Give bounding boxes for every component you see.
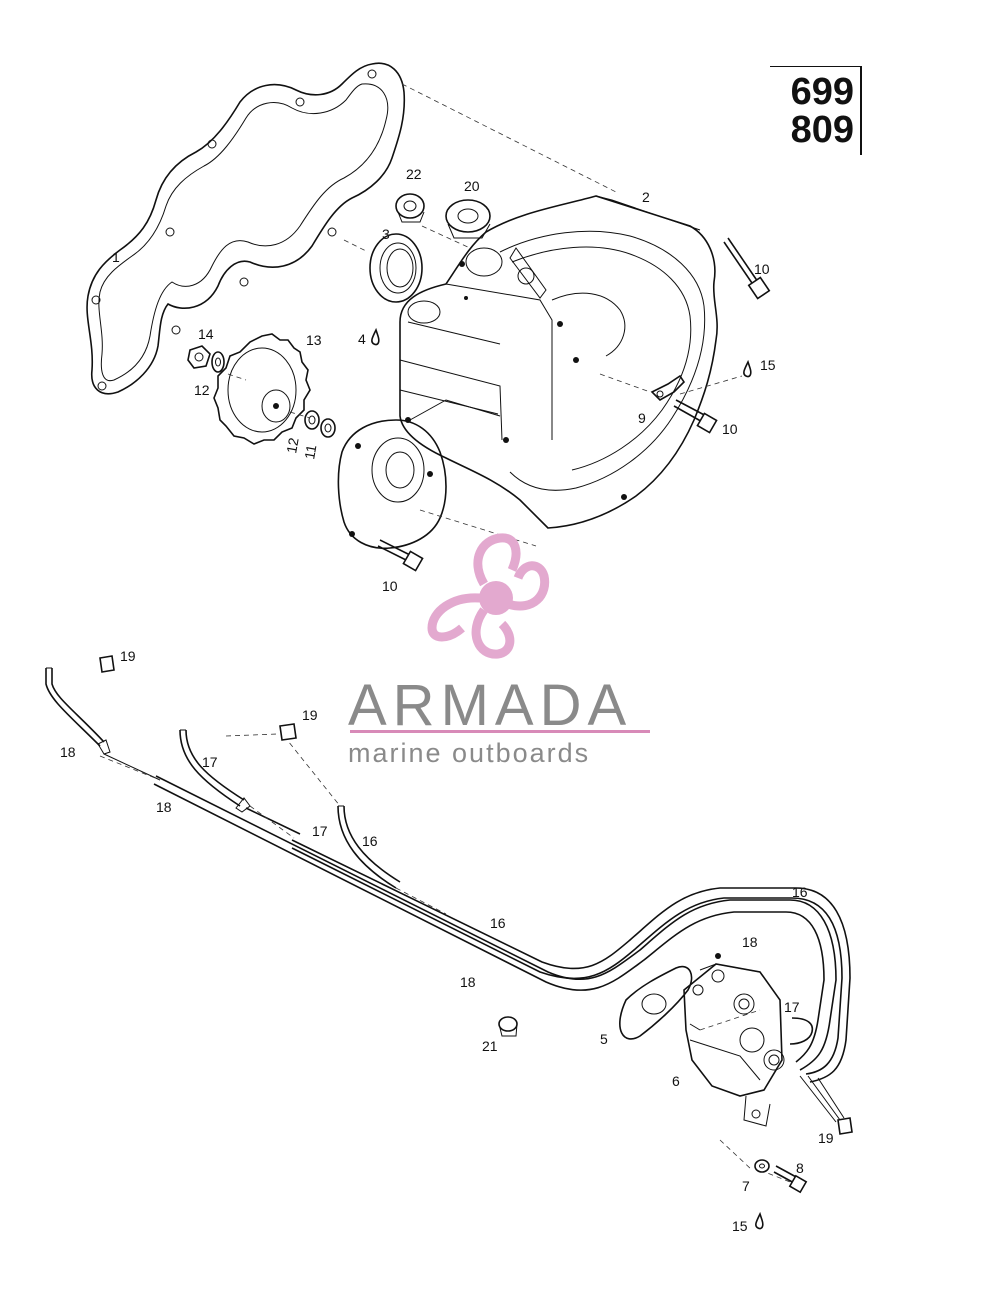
- bracket: [650, 374, 686, 401]
- hose-18-left: [45, 667, 111, 755]
- watermark-divider: [350, 730, 650, 733]
- callout-10-top: 10: [754, 261, 770, 277]
- washer-7: [754, 1159, 770, 1173]
- callout-16-middle: 16: [490, 915, 506, 931]
- watermark-subtitle: marine outboards: [348, 738, 591, 768]
- pump-gasket: [619, 965, 693, 1040]
- screw-8: [773, 1165, 808, 1194]
- callout-22: 22: [406, 166, 422, 182]
- callout-7: 7: [742, 1178, 750, 1194]
- callout-17-left: 17: [202, 754, 218, 770]
- plug-20: [445, 199, 491, 239]
- callout-16-short: 16: [362, 833, 378, 849]
- callout-4: 4: [358, 331, 366, 347]
- clamp-middle: [279, 723, 297, 741]
- callout-21: 21: [482, 1038, 498, 1054]
- callout-18-middle: 18: [156, 799, 172, 815]
- watermark-title: ARMADA: [348, 673, 633, 738]
- callout-15-top: 15: [760, 357, 776, 373]
- sleeve: [498, 1016, 518, 1037]
- callout-6: 6: [672, 1073, 680, 1089]
- callout-5: 5: [600, 1031, 608, 1047]
- callout-9: 9: [638, 410, 646, 426]
- callout-20: 20: [464, 178, 480, 194]
- model-number-secondary: 809: [790, 109, 854, 151]
- callout-10-bottom: 10: [382, 578, 398, 594]
- washer-lower: [304, 410, 320, 430]
- hose-17-long: [245, 807, 814, 1045]
- callout-2: 2: [642, 189, 650, 205]
- hose-18-long: [103, 753, 837, 1071]
- drive-gear: [213, 333, 311, 445]
- washer-upper: [211, 351, 225, 373]
- sealant-drop-icon: [755, 1211, 764, 1230]
- callout-17-middle: 17: [312, 823, 328, 839]
- pump-housing: [337, 195, 718, 549]
- gasket: [86, 62, 406, 395]
- callout-11: 11: [301, 443, 319, 460]
- model-number-primary: 699: [790, 71, 854, 113]
- callout-16-right: 16: [792, 884, 808, 900]
- sealant-drop-icon: [743, 359, 752, 378]
- washer-11: [320, 418, 336, 438]
- callout-17-right: 17: [784, 999, 800, 1015]
- callout-19-top: 19: [120, 648, 136, 664]
- screw-top: [723, 237, 771, 300]
- sealant-drop-icon: [371, 327, 380, 346]
- callout-18-lower: 18: [460, 974, 476, 990]
- callout-14: 14: [198, 326, 214, 342]
- callout-18-left: 18: [60, 744, 76, 760]
- oil-pump: [683, 953, 785, 1127]
- callout-19-middle: 19: [302, 707, 318, 723]
- callout-15-bottom: 15: [732, 1218, 748, 1234]
- callout-18-right: 18: [742, 934, 758, 950]
- screw-middle: [673, 399, 718, 434]
- screw-bottom: [377, 539, 424, 572]
- clamp-bottom: [837, 1117, 853, 1135]
- callout-19-bottom: 19: [818, 1130, 834, 1146]
- callout-10-middle: 10: [722, 421, 738, 437]
- nut: [187, 345, 211, 369]
- callout-12-lower: 12: [283, 436, 301, 454]
- propeller-icon: [427, 533, 550, 659]
- clamp-top: [99, 655, 115, 673]
- hose-17-left: [179, 729, 251, 813]
- callout-13: 13: [306, 332, 322, 348]
- hose-16-long: [291, 839, 851, 1083]
- callout-3: 3: [382, 226, 390, 242]
- model-number-box: 699 809: [770, 66, 862, 155]
- hose-16-short: [337, 805, 401, 889]
- plug-22: [395, 193, 425, 223]
- oil-seal: [369, 233, 423, 303]
- callout-8: 8: [796, 1160, 804, 1176]
- callout-12-upper: 12: [194, 382, 210, 398]
- callout-1: 1: [112, 249, 120, 265]
